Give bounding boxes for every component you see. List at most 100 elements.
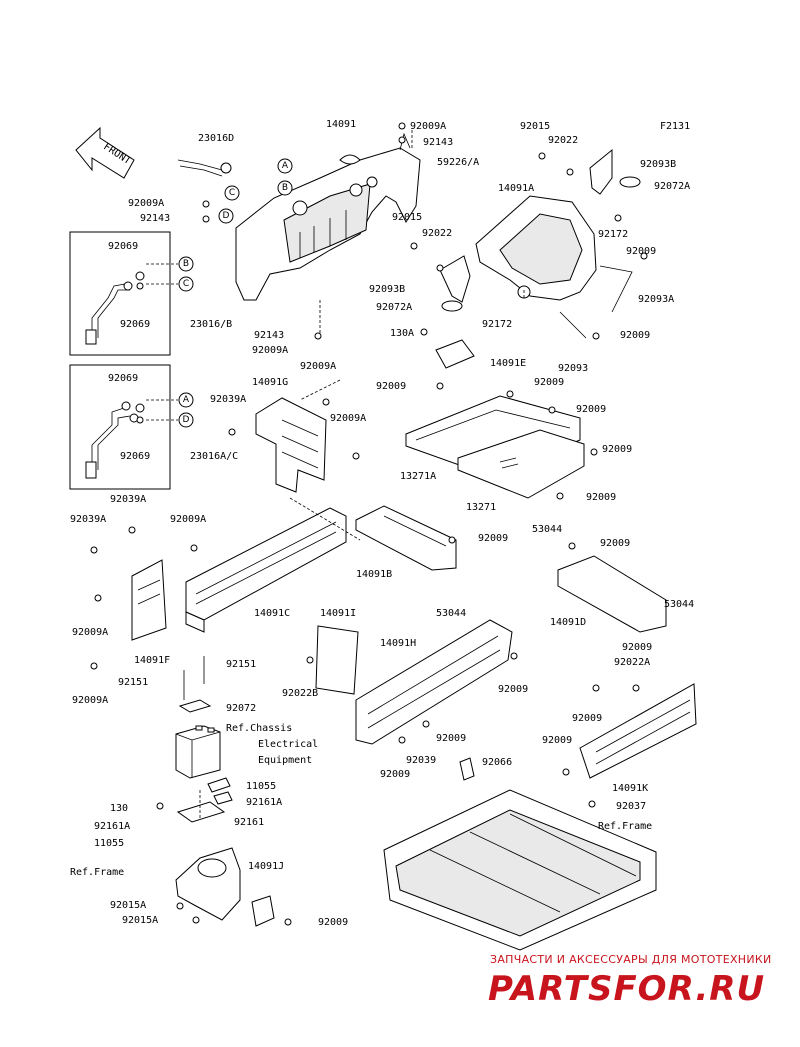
label-92015: 92015: [392, 212, 422, 223]
label-92009: 92009: [542, 735, 572, 746]
label-92093b: 92093B: [369, 284, 405, 295]
svg-text:A: A: [183, 395, 190, 405]
label-92039a: 92039A: [210, 394, 246, 405]
label-92009a: 92009A: [330, 413, 366, 424]
label-92015a: 92015A: [122, 915, 158, 926]
main-frame-part: [383, 757, 657, 951]
label-92009a: 92009A: [410, 121, 446, 132]
dashboard-frame-part: [235, 132, 421, 301]
bracket-14091j-part: [251, 895, 275, 927]
label-92009: 92009: [318, 917, 348, 928]
floor-tray-14091a-part: [475, 195, 597, 301]
label-92072a: 92072A: [654, 181, 690, 192]
ref-chassis-line2: Electrical: [258, 739, 318, 750]
label-92161: 92161: [234, 817, 264, 828]
label-92151: 92151: [118, 677, 148, 688]
front-frame-bracket-part: [175, 847, 241, 921]
svg-text:B: B: [183, 259, 189, 269]
label-13271a: 13271A: [400, 471, 436, 482]
label-92009a: 92009A: [300, 361, 336, 372]
callout-d: D: [218, 208, 234, 224]
label-14091e: 14091E: [490, 358, 526, 369]
label-92009a: 92009A: [128, 198, 164, 209]
figure-code: F2131: [660, 121, 690, 132]
panel-14091b-part: [355, 505, 457, 571]
label-92022a: 92022A: [614, 657, 650, 668]
rod-92093a-part: [599, 265, 633, 313]
ref-chassis-line1: Ref.Chassis: [226, 723, 292, 734]
svg-text:C: C: [229, 188, 235, 198]
label-53044: 53044: [532, 524, 562, 535]
label-92093b: 92093B: [640, 159, 676, 170]
label-14091d: 14091D: [550, 617, 586, 628]
bracket-92093b-part: [589, 148, 641, 195]
battery-icon: [175, 725, 221, 779]
svg-text:D: D: [223, 211, 230, 221]
panel-14091k-part: [579, 683, 697, 779]
label-92072: 92072: [226, 703, 256, 714]
callout-b-inset: B: [178, 256, 194, 272]
callout-a-inset: A: [178, 392, 194, 408]
label-92093a: 92093A: [638, 294, 674, 305]
label-23016b: 23016/B: [190, 319, 232, 330]
label-92009: 92009: [380, 769, 410, 780]
label-23016d: 23016D: [198, 133, 234, 144]
label-92015: 92015: [520, 121, 550, 132]
callout-d-inset: D: [178, 412, 194, 428]
label-92022: 92022: [548, 135, 578, 146]
label-92009: 92009: [626, 246, 656, 257]
label-92009: 92009: [534, 377, 564, 388]
label-14091g: 14091G: [252, 377, 288, 388]
washer-icon: [135, 271, 145, 281]
plate-92161a-part: [213, 791, 233, 805]
plate-14091e-part: [435, 339, 475, 369]
label-92069: 92069: [108, 373, 138, 384]
label-92093: 92093: [558, 363, 588, 374]
label-92037: 92037: [616, 801, 646, 812]
svg-text:A: A: [282, 161, 289, 171]
label-92009a: 92009A: [252, 345, 288, 356]
svg-text:B: B: [282, 183, 288, 193]
label-92009a: 92009A: [170, 514, 206, 525]
cable-23016d-icon: [177, 159, 232, 177]
label-11055: 11055: [246, 781, 276, 792]
label-92009: 92009: [600, 538, 630, 549]
washer-icon: [136, 416, 144, 424]
label-92069: 92069: [120, 319, 150, 330]
label-92009: 92009: [602, 444, 632, 455]
label-13271: 13271: [466, 502, 496, 513]
callout-c: C: [224, 185, 240, 201]
label-92022b: 92022B: [282, 688, 318, 699]
label-92009: 92009: [498, 684, 528, 695]
label-92172: 92172: [598, 229, 628, 240]
plate-92161-part: [176, 801, 226, 823]
label-92143: 92143: [423, 137, 453, 148]
label-14091: 14091: [326, 119, 356, 130]
label-92009: 92009: [586, 492, 616, 503]
label-92009: 92009: [478, 533, 508, 544]
label-92069: 92069: [120, 451, 150, 462]
label-92143: 92143: [140, 213, 170, 224]
floor-panel-13271-part: [457, 429, 585, 499]
label-92039a: 92039A: [70, 514, 106, 525]
label-14091a: 14091A: [498, 183, 534, 194]
watermark-tagline: ЗАПЧАСТИ И АКСЕССУАРЫ ДЛЯ МОТОТЕХНИКИ: [490, 953, 772, 966]
label-92072a: 92072A: [376, 302, 412, 313]
strap-92072-part: [178, 699, 212, 713]
label-92009a: 92009A: [72, 695, 108, 706]
plate-14091i-part: [315, 625, 359, 695]
label-92009: 92009: [572, 713, 602, 724]
cable-23016b-icon: [85, 281, 133, 345]
svg-text:C: C: [183, 279, 189, 289]
label-59226a: 59226/A: [437, 157, 479, 168]
ref-frame-right: Ref.Frame: [598, 821, 652, 832]
rod-92151-part: [183, 656, 205, 700]
label-92009: 92009: [620, 330, 650, 341]
panel-14091g-part: [255, 397, 327, 493]
panel-14091c-part: [185, 507, 347, 633]
label-92161a: 92161A: [246, 797, 282, 808]
clamp-11055-part: [207, 777, 231, 793]
label-92039a: 92039A: [110, 494, 146, 505]
label-92009a: 92009A: [72, 627, 108, 638]
